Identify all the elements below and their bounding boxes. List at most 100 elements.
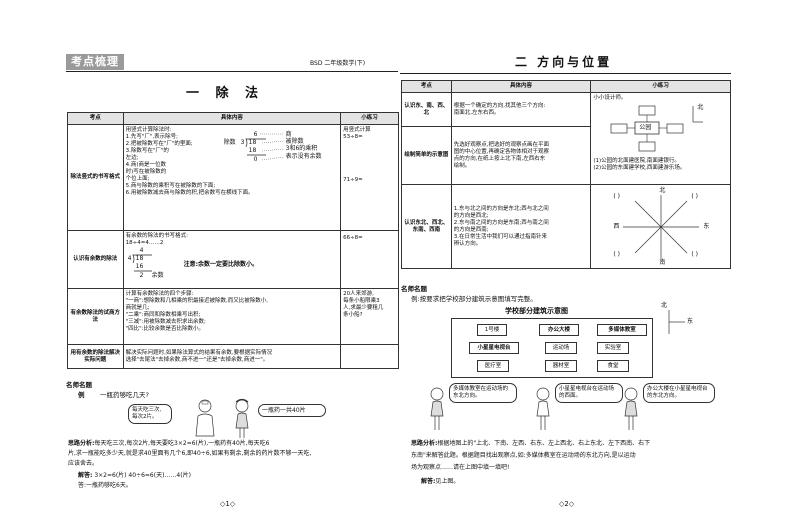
topic-label: 认识有余数的除法 bbox=[73, 256, 118, 262]
topic-cell: 认识东、南、西、北 bbox=[401, 92, 452, 127]
answer-text: 3×2=6(片) 40÷6=6(天)……4(片) bbox=[94, 472, 191, 479]
plan-title: 学校部分建筑示意图 bbox=[505, 307, 568, 315]
dividend-number: 18 bbox=[135, 255, 144, 262]
compass-north: 北 bbox=[659, 187, 666, 194]
content-line: 的方向是西南; bbox=[453, 226, 489, 233]
example-label: 例 bbox=[78, 391, 85, 399]
page-number: ◇1◇ bbox=[220, 500, 236, 508]
header-practice: 小练习 bbox=[340, 112, 399, 125]
topic-cell: 有余数除法的试商方法 bbox=[67, 288, 124, 345]
example-heading: 名师名题 bbox=[66, 381, 92, 389]
speech-bubble: 办公大楼在小星星电视台的东北方向。 bbox=[643, 383, 715, 403]
remainder-division-diagram: 4 4 18 16 2 余数 bbox=[126, 247, 186, 281]
remainder-digit: 2 bbox=[139, 272, 144, 279]
practice-cell: 20人来郊游, 每条小船限乘3 人,求最少要租几 条小船? bbox=[340, 288, 399, 345]
compass-west: 西 bbox=[613, 223, 620, 230]
content-line: 6.用被除数减去商与除数的积,把余数写在横线下面。 bbox=[125, 190, 254, 196]
content-line: 选择"去尾法"去掉余数,商不进一"还是"去掉余数,商进一"。 bbox=[125, 356, 269, 363]
content-line: 1.东与北之间的方向是东北;西与北之间 bbox=[453, 205, 549, 212]
school-plan-frame bbox=[451, 318, 653, 378]
header-content: 具体内容 bbox=[122, 112, 342, 125]
content-line: "四比":比较余数是否比除数小。 bbox=[125, 326, 205, 332]
north-label: 北 bbox=[697, 104, 704, 111]
content-line: 图的中心位置,再确定各物体相对于观察 bbox=[453, 148, 549, 155]
content-cell: 1.东与北之间的方向是东北;西与北之间 的方向是西北; 2.东与南之间的方向是东… bbox=[450, 184, 592, 269]
building-multimedia: 多媒体教室 bbox=[597, 324, 647, 336]
example-question: 例:按要求把学校部分建筑示意图填写完整。 bbox=[411, 295, 537, 303]
compass-blank: ( ) bbox=[691, 193, 698, 200]
compass-blank: ( ) bbox=[613, 193, 620, 200]
chapter-title: 一 除 法 bbox=[186, 86, 265, 101]
diagram-label: 商 bbox=[285, 131, 292, 138]
table-row: 认识东、南、西、北 根据一个确定的方向,找其他三个方向: 南面北,左东右西。 小… bbox=[401, 92, 731, 185]
bubble-line: 每天吃三次, bbox=[132, 407, 162, 413]
answer-label: 解答: bbox=[421, 478, 436, 485]
table-header-row: 考点 具体内容 小练习 bbox=[67, 112, 399, 125]
remainder-digit: 0 bbox=[253, 156, 258, 163]
product-number: 18 bbox=[248, 147, 257, 154]
plan-north-label: 北 bbox=[661, 302, 668, 309]
content-line: 根据一个确定的方向,找其他三个方向: bbox=[453, 102, 546, 109]
analysis-line: 东南"来解答此题。根据题目找出观察点,如:多媒体教室在运动场的东北方向,是以运动 bbox=[411, 452, 636, 459]
long-division-diagram: 6 3 18 18 0 除数 商 被除数 3和6的乘积 表示没有余数 bbox=[224, 131, 342, 181]
practice-cell: 66÷8= bbox=[340, 230, 399, 289]
content-line: 1.先写"厂",表示除号; bbox=[125, 134, 179, 140]
content-line: 辨认方向。 bbox=[453, 240, 482, 247]
girl-speech-bubble: 一瓶药一共40片 bbox=[258, 404, 326, 417]
chapter-title: 二 方向与位置 bbox=[515, 55, 613, 69]
header-rule bbox=[400, 73, 731, 74]
table-row: 用有余数的除法解决实际问题 解决实际问题时,如果除法算式的结果有余数,要根据实际… bbox=[67, 344, 399, 369]
divisor-label: 除数 bbox=[223, 139, 236, 146]
answer-line: 答:一瓶药够吃6天。 bbox=[78, 482, 132, 489]
practice-line: 用竖式计算 bbox=[343, 127, 371, 133]
table-row: 认识有余数的除法 有余数的除法的书写格式: 18÷4=4……2 4 4 18 1… bbox=[67, 230, 399, 289]
compass-south: 南 bbox=[659, 259, 666, 266]
girl-figure-icon bbox=[235, 398, 249, 438]
compass-east: 东 bbox=[703, 223, 710, 230]
product-number: 16 bbox=[135, 263, 144, 270]
practice-line: (2)公园的东面建学校,西面建游乐场。 bbox=[593, 165, 686, 171]
section-tag: 考点梳理 bbox=[66, 54, 124, 70]
practice-cell: 用竖式计算 53÷8= 71÷9= bbox=[340, 124, 399, 231]
topic-label: 认识东、南、西、北 bbox=[404, 102, 449, 116]
topic-cell: 用有余数的除法解决实际问题 bbox=[67, 344, 124, 369]
answer-text: 见上图。 bbox=[435, 478, 460, 485]
content-line: 的方向是西北; bbox=[453, 212, 489, 219]
building-canteen: 食堂 bbox=[597, 360, 629, 372]
content-line: 左边; bbox=[125, 155, 139, 161]
boy-figure-icon bbox=[536, 387, 550, 430]
practice-line: 人,求最少要租几 bbox=[343, 305, 384, 311]
quotient-digit: 4 bbox=[139, 247, 144, 254]
header-content: 具体内容 bbox=[450, 80, 592, 93]
analysis-line: 思路分析:每天吃三次,每次2片,每天要吃3×2=6(片),一瓶药有40片,每天吃… bbox=[68, 440, 270, 448]
header-topic: 考点 bbox=[67, 112, 124, 125]
content-line: "二乘":商同和除数相乘写出积; bbox=[125, 312, 201, 318]
content-line: 时)写在被除数的 bbox=[125, 169, 167, 175]
building-clinic: 医疗室 bbox=[477, 360, 509, 372]
note-text: 注意:余数一定要比除数小。 bbox=[183, 261, 259, 268]
content-cell: 计算有余数除法的四个步骤: "一商":想除数和几相乘的积最接近被除数,而又比被除… bbox=[122, 288, 342, 345]
direction-summary-table: 考点 具体内容 小练习 认识东、南、西、北 根据一个确定的方向,找其他三个方向:… bbox=[401, 80, 731, 269]
table-row: 认识东北、西北、东南、西南 1.东与北之间的方向是东北;西与北之间 的方向是西北… bbox=[401, 184, 731, 269]
compass-cell: 北 南 东 西 ( ) ( ) ( ) ( ) bbox=[590, 184, 731, 269]
analysis-label: 思路分析: bbox=[411, 440, 438, 447]
content-line: 4.商(商是一位数 bbox=[125, 162, 167, 168]
compass-rose-icon bbox=[623, 195, 700, 259]
topic-cell: 认识东北、西北、东南、西南 bbox=[401, 184, 452, 269]
practice-line: 66÷8= bbox=[343, 235, 363, 241]
speech-bubble: 小星星电视台在运动场的西面。 bbox=[555, 383, 623, 403]
answer-label: 解答: bbox=[78, 472, 93, 479]
diagram-label: 被除数 bbox=[285, 138, 304, 145]
dividend-number: 18 bbox=[248, 139, 257, 146]
content-line: 18÷4=4……2 bbox=[125, 240, 164, 246]
topic-label: 认识东北、西北、东南、西南 bbox=[404, 219, 449, 233]
content-line: 2.把被除数写在"厂"的里面; bbox=[125, 141, 193, 147]
analysis-text: 每天吃三次,每次2片,每天要吃3×2=6(片),一瓶药有40片,每天吃6 bbox=[94, 440, 270, 447]
doctor-speech-bubble: 每天吃三次, 每次2片。 bbox=[128, 404, 172, 424]
table-row: 有余数除法的试商方法 计算有余数除法的四个步骤: "一商":想除数和几相乘的积最… bbox=[67, 288, 399, 345]
analysis-line: 场为观察点……请在上图中填一填吧! bbox=[411, 464, 510, 471]
girl-figure-icon bbox=[624, 387, 638, 430]
analysis-label: 思路分析: bbox=[68, 440, 95, 447]
park-label: 公园 bbox=[639, 124, 652, 131]
topic-label: 用有余数的除法解决实际问题 bbox=[70, 349, 121, 363]
